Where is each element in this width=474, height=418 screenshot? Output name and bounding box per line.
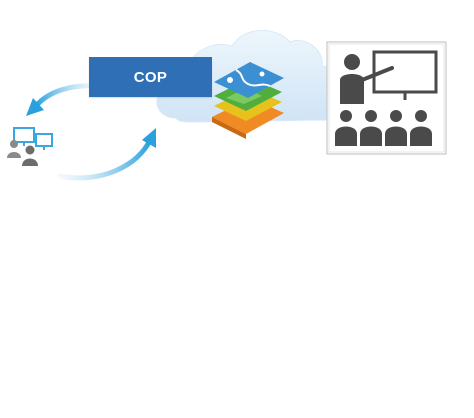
cop-label: COP xyxy=(133,68,168,86)
curved-arrow-in-icon xyxy=(57,128,156,181)
presentation-icon xyxy=(326,41,447,155)
curved-arrow-out-icon xyxy=(26,83,101,116)
cop-label-box: COP xyxy=(89,57,212,97)
users-computers-icon xyxy=(7,127,53,166)
map-layers-icon xyxy=(212,62,284,139)
